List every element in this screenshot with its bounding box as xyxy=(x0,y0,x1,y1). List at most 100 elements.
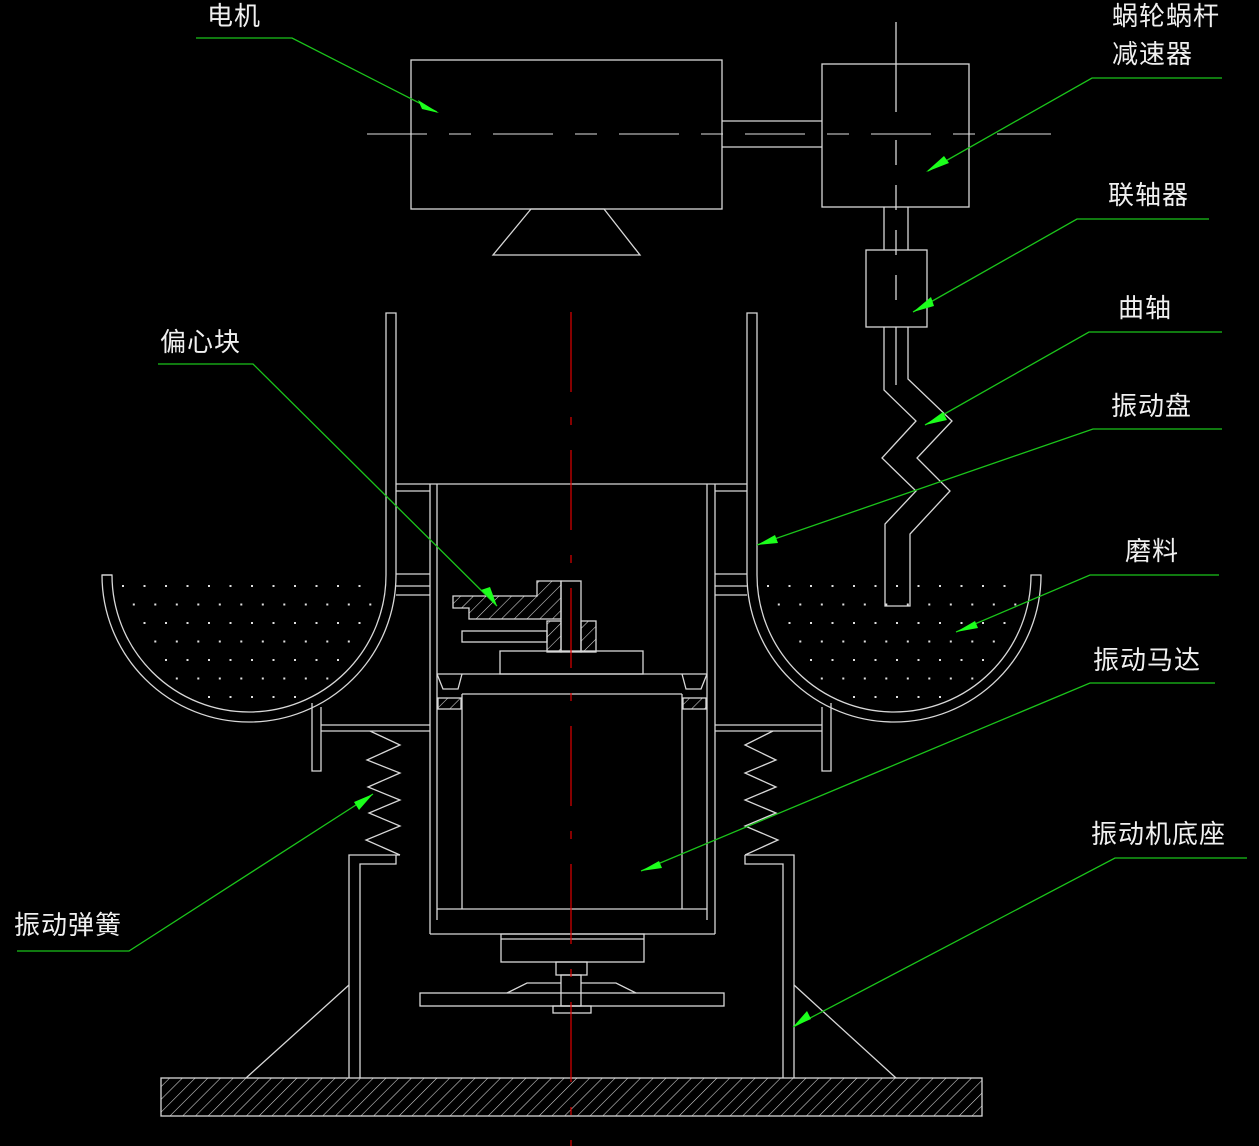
abrasive-dot xyxy=(337,585,339,587)
abrasive-dot xyxy=(175,640,178,643)
abrasive-dot xyxy=(767,585,769,587)
abrasive-dot xyxy=(863,603,866,606)
abrasive-dot xyxy=(799,640,802,643)
abrasive-dot xyxy=(777,603,780,606)
abrasive-dot xyxy=(197,677,200,680)
leader-abrasive xyxy=(955,574,1219,633)
abrasive-dot xyxy=(154,603,157,606)
abrasive-dot xyxy=(272,659,275,661)
abrasive-dot xyxy=(971,603,974,606)
abrasive-dot xyxy=(939,696,941,698)
abrasive-dot xyxy=(240,640,243,643)
abrasive-dot xyxy=(939,622,941,624)
abrasive-dot xyxy=(874,696,877,698)
abrasive-dot xyxy=(175,677,178,680)
abrasive-dot xyxy=(208,585,210,587)
leader-reducer xyxy=(926,77,1222,172)
label-vibration-spring: 振动弹簧 xyxy=(14,911,123,941)
abrasive-dot xyxy=(283,640,286,643)
motor-bottom-assembly xyxy=(419,933,725,1014)
abrasive-dot xyxy=(186,622,189,624)
leader-crankshaft xyxy=(924,331,1222,426)
abrasive-dot xyxy=(939,659,941,661)
abrasive-dot xyxy=(208,696,210,698)
abrasive-dot xyxy=(874,659,877,661)
abrasive-dot xyxy=(165,622,167,624)
abrasive-dot xyxy=(347,640,350,643)
abrasive-dot xyxy=(863,640,866,643)
abrasive-dot xyxy=(122,585,124,587)
abrasive-dot xyxy=(917,696,920,698)
abrasive-dots-right xyxy=(767,585,1017,698)
abrasive-dot xyxy=(315,585,318,587)
label-motor: 电机 xyxy=(207,2,262,32)
abrasive-dot xyxy=(896,659,898,661)
worm-gear-reducer xyxy=(821,22,970,300)
abrasive-dot xyxy=(1014,603,1017,606)
abrasive-dot xyxy=(853,585,855,587)
abrasive-dot xyxy=(906,603,909,606)
abrasive-dot xyxy=(304,677,307,680)
abrasive-dot xyxy=(885,640,888,643)
abrasive-dot xyxy=(853,659,855,661)
abrasive-dot xyxy=(304,640,307,643)
abrasive-dot xyxy=(810,585,812,587)
abrasive-dot xyxy=(853,622,855,624)
abrasive-dot xyxy=(154,640,157,643)
abrasive-dot xyxy=(896,696,898,698)
abrasive-dot xyxy=(218,640,221,643)
abrasive-dots-left xyxy=(122,585,372,698)
abrasive-dot xyxy=(874,585,877,587)
abrasive-dot xyxy=(294,622,296,624)
abrasive-dot xyxy=(294,696,296,698)
abrasive-dot xyxy=(208,659,210,661)
abrasive-dot xyxy=(165,659,167,661)
abrasive-dot xyxy=(885,677,888,680)
abrasive-dot xyxy=(874,622,877,624)
abrasive-dot xyxy=(992,640,995,643)
abrasive-dot xyxy=(810,659,812,661)
abrasive-dot xyxy=(896,622,898,624)
abrasive-dot xyxy=(842,640,845,643)
abrasive-dot xyxy=(251,585,253,587)
abrasive-dot xyxy=(831,659,834,661)
abrasive-dot xyxy=(971,677,974,680)
label-eccentric-block: 偏心块 xyxy=(160,328,242,358)
abrasive-dot xyxy=(949,677,952,680)
motor-shaft xyxy=(722,120,822,148)
abrasive-dot xyxy=(143,622,146,624)
abrasive-dot xyxy=(229,622,232,624)
abrasive-dot xyxy=(337,659,339,661)
abrasive-dot xyxy=(917,622,920,624)
leader-vibration-disc xyxy=(756,428,1222,546)
abrasive-dot xyxy=(251,659,253,661)
label-vibration-disc: 振动盘 xyxy=(1111,392,1193,422)
central-housing xyxy=(396,483,747,935)
abrasive-dot xyxy=(229,659,232,661)
label-worm-reducer-line1: 蜗轮蜗杆 xyxy=(1112,2,1221,32)
abrasive-dot xyxy=(799,603,802,606)
vibration-disc-left xyxy=(101,312,397,723)
abrasive-dot xyxy=(960,622,963,624)
abrasive-dot xyxy=(326,640,329,643)
abrasive-dot xyxy=(917,659,920,661)
label-worm-reducer-line2: 减速器 xyxy=(1112,40,1194,70)
abrasive-dot xyxy=(347,603,350,606)
abrasive-dot xyxy=(831,585,834,587)
abrasive-dot xyxy=(261,640,264,643)
label-crankshaft: 曲轴 xyxy=(1118,294,1173,324)
abrasive-dot xyxy=(928,603,931,606)
leader-vibration-spring xyxy=(17,793,374,952)
leader-motor xyxy=(196,37,439,113)
abrasive-dot xyxy=(240,677,243,680)
abrasive-dot xyxy=(906,677,909,680)
crankshaft xyxy=(881,327,953,607)
vibration-disc-right xyxy=(746,312,1042,723)
label-abrasive: 磨料 xyxy=(1125,537,1180,567)
abrasive-dot xyxy=(132,603,135,606)
abrasive-dot xyxy=(218,603,221,606)
abrasive-dot xyxy=(304,603,307,606)
abrasive-dot xyxy=(240,603,243,606)
leader-vibration-motor xyxy=(640,682,1215,872)
abrasive-dot xyxy=(788,622,791,624)
